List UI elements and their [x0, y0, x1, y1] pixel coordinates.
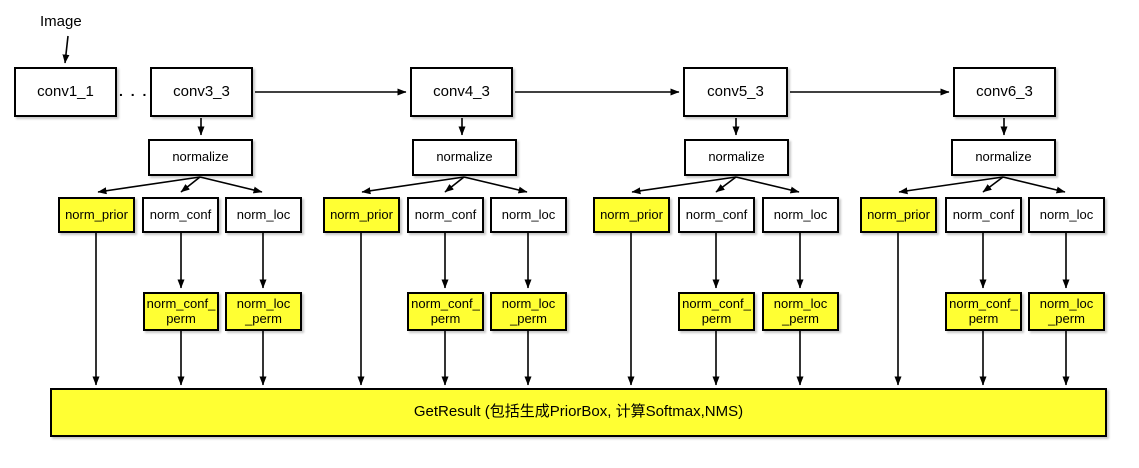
arrow-normalize4-to-prior [898, 176, 1004, 195]
box-norm-conf-2: norm_conf [407, 197, 484, 233]
perm-label-line: _perm [510, 310, 547, 326]
perm-label-line: norm_conf_ [411, 295, 480, 311]
perm-label-line: perm [968, 310, 999, 326]
perm-label-line: _perm [245, 310, 282, 326]
perm-label-line: _perm [782, 310, 819, 326]
perm-label-line: norm_loc [236, 295, 291, 311]
arrow-normalize3-to-loc [735, 176, 800, 194]
box-conv6_3: conv6_3 [953, 67, 1056, 117]
box-norm-prior-4: norm_prior [860, 197, 937, 233]
box-norm-conf-4: norm_conf [945, 197, 1022, 233]
arrow-normalize3-to-conf [715, 176, 737, 193]
perm-label-line: _perm [1048, 310, 1085, 326]
box-norm-loc-perm-1: norm_loc _perm [225, 292, 302, 331]
box-norm-prior-3: norm_prior [593, 197, 670, 233]
arrow-normalize1-to-conf [180, 176, 201, 193]
arrow-normalize2-to-prior [361, 176, 465, 195]
box-norm-conf-perm-4: norm_conf_ perm [945, 292, 1022, 331]
arrow-normalize2-to-conf [444, 176, 465, 193]
perm-label-line: perm [430, 310, 461, 326]
box-conv5_3: conv5_3 [683, 67, 788, 117]
perm-label-line: norm_loc [501, 295, 556, 311]
box-norm-conf-perm-1: norm_conf_ perm [143, 292, 219, 331]
box-norm-loc-perm-4: norm_loc _perm [1028, 292, 1105, 331]
perm-label-line: norm_conf_ [949, 295, 1018, 311]
box-conv1_1: conv1_1 [14, 67, 117, 117]
box-normalize-3: normalize [684, 139, 789, 176]
arrow-normalize1-to-prior [97, 176, 201, 195]
ellipsis: . . . [119, 83, 149, 99]
box-normalize-1: normalize [148, 139, 253, 176]
arrow-image-to-conv1_1 [62, 35, 70, 64]
arrow-normalize2-to-loc [463, 176, 528, 194]
image-input-label: Image [40, 13, 82, 30]
arrow-normalize4-to-conf [982, 176, 1004, 193]
box-norm-conf-1: norm_conf [142, 197, 219, 233]
box-norm-conf-perm-2: norm_conf_ perm [407, 292, 484, 331]
box-norm-loc-1: norm_loc [225, 197, 302, 233]
box-norm-prior-1: norm_prior [58, 197, 135, 233]
get-result-bar: GetResult (包括生成PriorBox, 计算Softmax,NMS) [50, 388, 1107, 437]
arrow-normalize3-to-prior [631, 176, 737, 195]
perm-label-line: perm [701, 310, 732, 326]
box-norm-prior-2: norm_prior [323, 197, 400, 233]
box-norm-loc-perm-3: norm_loc _perm [762, 292, 839, 331]
box-norm-loc-4: norm_loc [1028, 197, 1105, 233]
box-norm-conf-3: norm_conf [678, 197, 755, 233]
arrow-normalize1-to-loc [199, 176, 263, 194]
perm-label-line: perm [166, 310, 196, 326]
box-normalize-4: normalize [951, 139, 1056, 176]
box-norm-loc-3: norm_loc [762, 197, 839, 233]
box-norm-loc-2: norm_loc [490, 197, 567, 233]
box-normalize-2: normalize [412, 139, 517, 176]
box-norm-conf-perm-3: norm_conf_ perm [678, 292, 755, 331]
perm-label-line: norm_conf_ [146, 295, 216, 311]
perm-label-line: norm_conf_ [682, 295, 751, 311]
perm-label-line: norm_loc [773, 295, 828, 311]
arrow-normalize4-to-loc [1002, 176, 1066, 194]
box-conv4_3: conv4_3 [410, 67, 513, 117]
box-conv3_3: conv3_3 [150, 67, 253, 117]
box-norm-loc-perm-2: norm_loc _perm [490, 292, 567, 331]
perm-label-line: norm_loc [1039, 295, 1094, 311]
